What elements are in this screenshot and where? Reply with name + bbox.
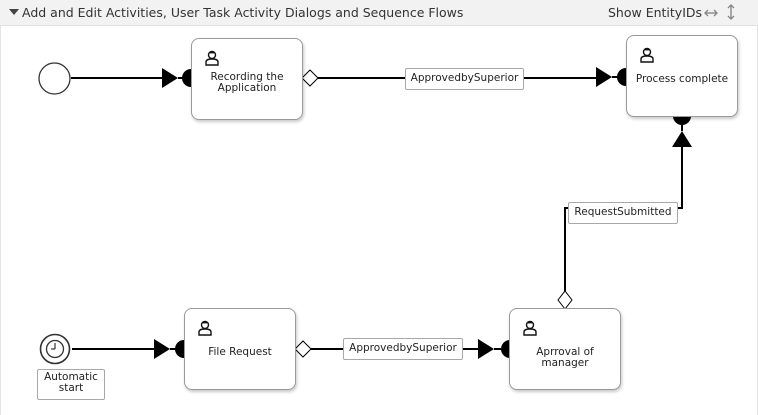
- sequence-flow-label-request-submitted[interactable]: RequestSubmitted: [568, 202, 678, 224]
- activity-file-request[interactable]: File Request: [184, 308, 296, 390]
- activity-approval-of-manager[interactable]: Aprroval of manager: [509, 308, 621, 390]
- vertical-resize-icon[interactable]: [725, 3, 737, 21]
- user-icon: [640, 47, 654, 63]
- user-icon: [523, 320, 537, 336]
- sequence-flow-label-approved-top[interactable]: ApprovedbySuperior: [405, 68, 524, 90]
- clock-icon: [39, 333, 71, 365]
- sequence-flow-label-approved-bottom[interactable]: ApprovedbySuperior: [343, 338, 463, 360]
- activity-recording-the-application[interactable]: Recording the Application: [191, 38, 303, 120]
- start-connector: [71, 68, 191, 88]
- timer-start-label: Automatic start: [37, 369, 105, 400]
- activity-process-complete[interactable]: Process complete: [626, 35, 738, 117]
- timer-start-label-line1: Automatic: [44, 371, 98, 383]
- activity-label-line2: Application: [217, 82, 277, 94]
- timer-start-label-line2: start: [58, 382, 84, 394]
- activity-label: Aprroval of manager: [536, 346, 594, 369]
- activity-label: Process complete: [635, 73, 729, 85]
- show-entity-ids-link[interactable]: Show EntityIDs: [608, 5, 703, 20]
- panel-header: Add and Edit Activities, User Task Activ…: [0, 0, 758, 26]
- start-event[interactable]: [38, 62, 71, 95]
- horizontal-resize-icon[interactable]: [703, 5, 719, 19]
- timer-start-connector: [72, 339, 184, 359]
- user-icon: [198, 320, 212, 336]
- user-icon: [205, 50, 219, 66]
- activity-label: File Request: [208, 346, 272, 358]
- timer-start-event[interactable]: [39, 333, 71, 365]
- activity-label-line1: Recording the: [210, 71, 284, 83]
- panel-title: Add and Edit Activities, User Task Activ…: [22, 5, 464, 20]
- circle-icon: [38, 62, 71, 95]
- collapse-triangle-icon[interactable]: [9, 9, 19, 15]
